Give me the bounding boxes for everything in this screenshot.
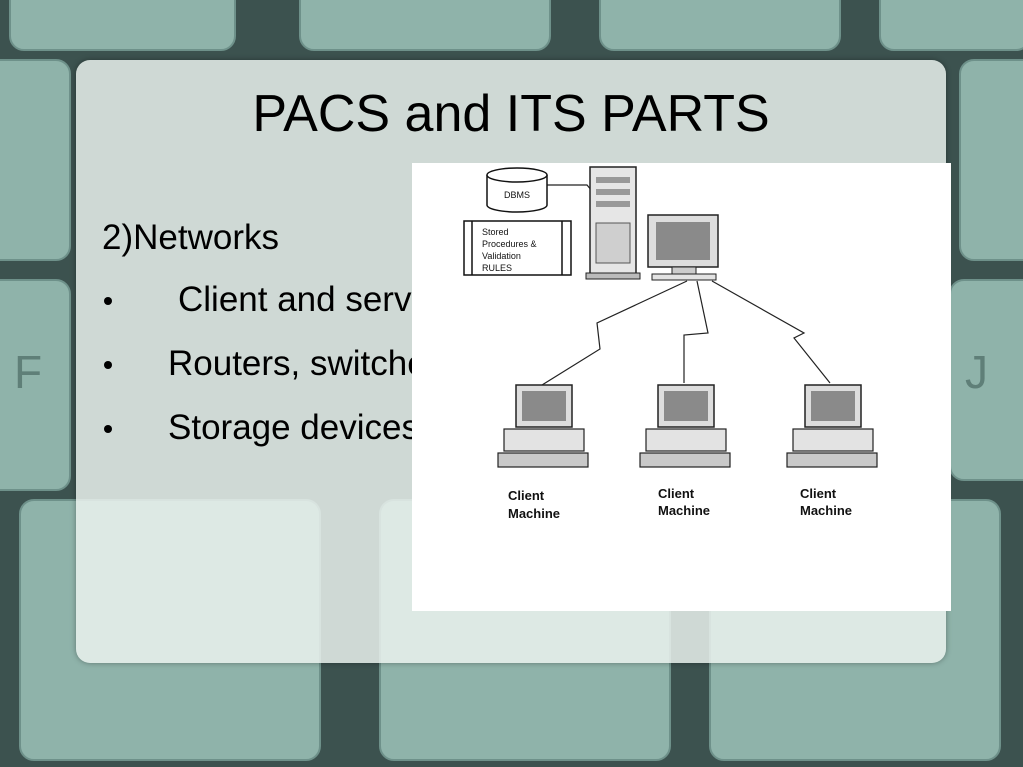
server-note-line: Procedures & — [482, 239, 537, 249]
database-label: DBMS — [504, 190, 530, 200]
database-icon: DBMS — [486, 167, 548, 213]
server-note-line: Stored — [482, 227, 509, 237]
network-links — [532, 184, 831, 386]
server-note-line: Validation — [482, 251, 521, 261]
server-note-line: RULES — [482, 263, 512, 273]
rules-document-icon: Stored Procedures & Validation RULES — [463, 220, 572, 276]
section-heading: 2)Networks — [102, 218, 279, 257]
svg-text:F: F — [14, 346, 42, 398]
client-machine-icon — [497, 384, 589, 468]
bullet-dot-icon — [104, 425, 112, 433]
client-label-line2: Machine — [508, 506, 560, 521]
bullet-text: Routers, switches — [168, 344, 445, 383]
bullet-text: Storage devices. — [168, 408, 429, 447]
bullet-item: Routers, switches — [102, 342, 522, 386]
client-label-line1: Client — [658, 486, 695, 501]
network-diagram: DBMS Stored Procedures & Validation RULE… — [412, 163, 951, 611]
client-machine-icon — [639, 384, 731, 468]
slide-title: PACS and ITS PARTS — [252, 85, 770, 143]
client-label-line1: Client — [508, 488, 545, 503]
client-label-line1: Client — [800, 486, 837, 501]
bullet-dot-icon — [104, 361, 112, 369]
server-tower-icon — [585, 166, 641, 280]
client-label-line2: Machine — [800, 503, 852, 518]
client-machine-icon — [786, 384, 878, 468]
server-monitor-icon — [647, 214, 719, 281]
bullet-item: Storage devices. — [102, 406, 522, 450]
bullet-dot-icon — [104, 297, 112, 305]
svg-text:J: J — [965, 346, 988, 398]
client-label-line2: Machine — [658, 503, 710, 518]
